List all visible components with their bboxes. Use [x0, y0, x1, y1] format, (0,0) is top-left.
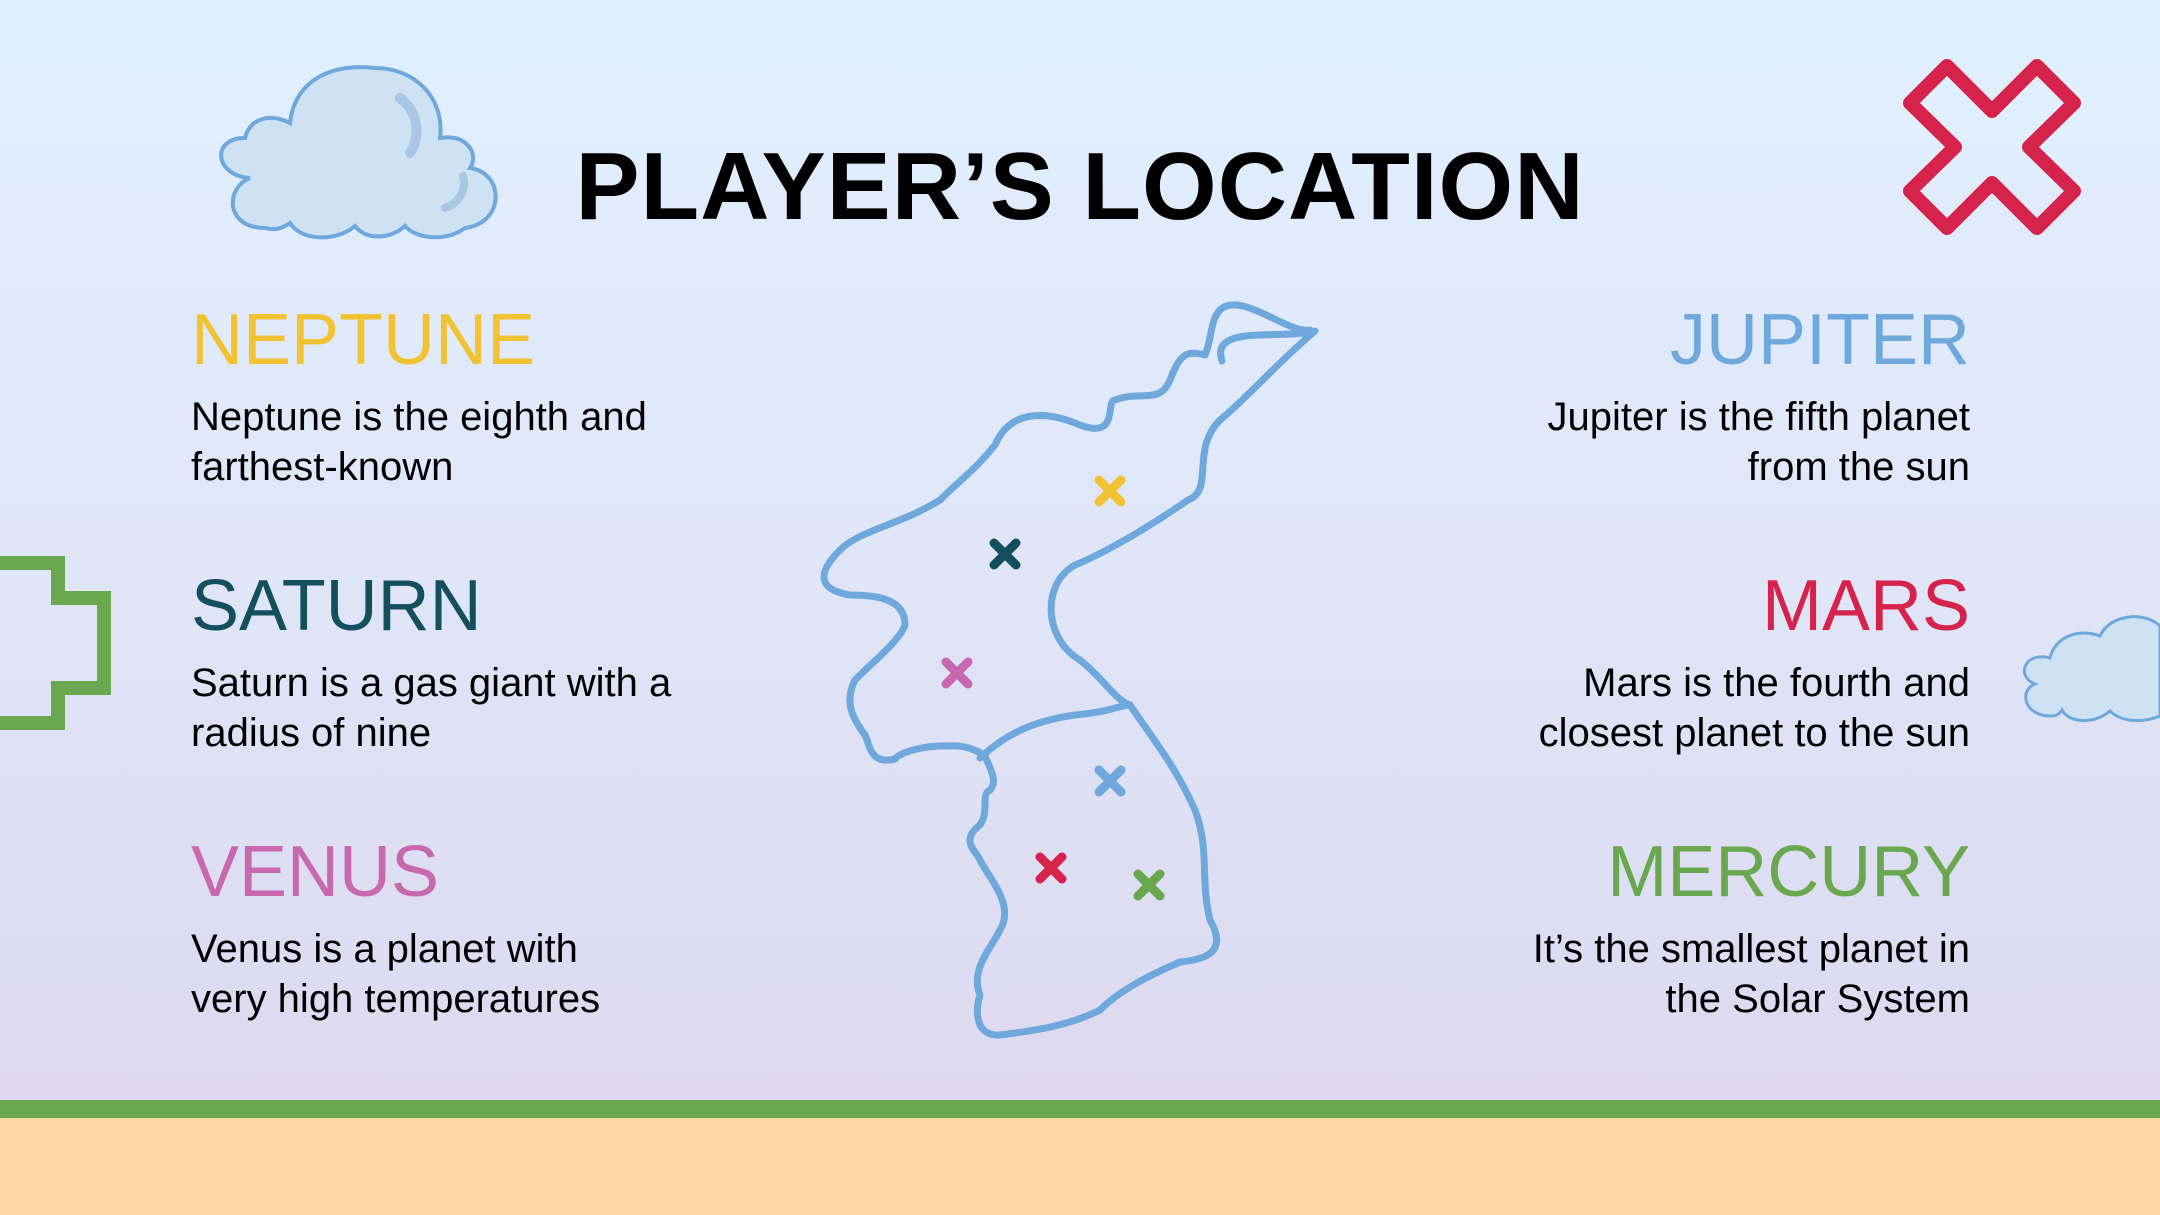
planet-name: SATURN — [191, 566, 482, 646]
location-x-icon — [1094, 765, 1126, 797]
page-title: PLAYER’S LOCATION — [575, 133, 1585, 240]
location-x-icon — [1094, 475, 1126, 507]
cloud-icon — [2022, 615, 2160, 723]
planet-block-jupiter: JUPITER Jupiter is the fifth planet from… — [1350, 300, 1970, 492]
planet-name: VENUS — [191, 832, 440, 912]
planet-block-neptune: NEPTUNE Neptune is the eighth and farthe… — [191, 300, 811, 492]
planet-block-venus: VENUS Venus is a planet with very high t… — [191, 832, 811, 1024]
planet-description: Saturn is a gas giant with a radius of n… — [191, 661, 672, 755]
location-x-icon — [989, 538, 1021, 570]
planet-name: JUPITER — [1669, 300, 1970, 380]
location-x-icon — [1133, 869, 1165, 901]
planet-name: MARS — [1761, 566, 1970, 646]
plus-icon — [0, 556, 111, 730]
planet-name: MERCURY — [1607, 832, 1970, 912]
planet-block-mercury: MERCURY It’s the smallest planet in the … — [1350, 832, 1970, 1024]
planet-block-saturn: SATURN Saturn is a gas giant with a radi… — [191, 566, 811, 758]
ground-strip — [0, 1118, 2160, 1215]
cloud-icon — [219, 65, 498, 240]
planet-description: It’s the smallest planet in the Solar Sy… — [1532, 927, 1970, 1021]
planet-description: Mars is the fourth and closest planet to… — [1538, 661, 1970, 755]
planet-description: Jupiter is the fifth planet from the sun — [1547, 395, 1970, 489]
location-x-icon — [941, 657, 973, 689]
grass-strip — [0, 1100, 2160, 1118]
close-x-icon — [1903, 59, 2081, 235]
planet-description: Venus is a planet with very high tempera… — [191, 927, 601, 1021]
planet-description: Neptune is the eighth and farthest-known — [191, 395, 647, 489]
location-x-icon — [1035, 852, 1067, 884]
planet-block-mars: MARS Mars is the fourth and closest plan… — [1350, 566, 1970, 758]
map-border — [976, 701, 1134, 762]
map-icon — [820, 301, 1319, 1039]
map-outline — [820, 301, 1319, 1039]
planet-name: NEPTUNE — [191, 300, 536, 380]
